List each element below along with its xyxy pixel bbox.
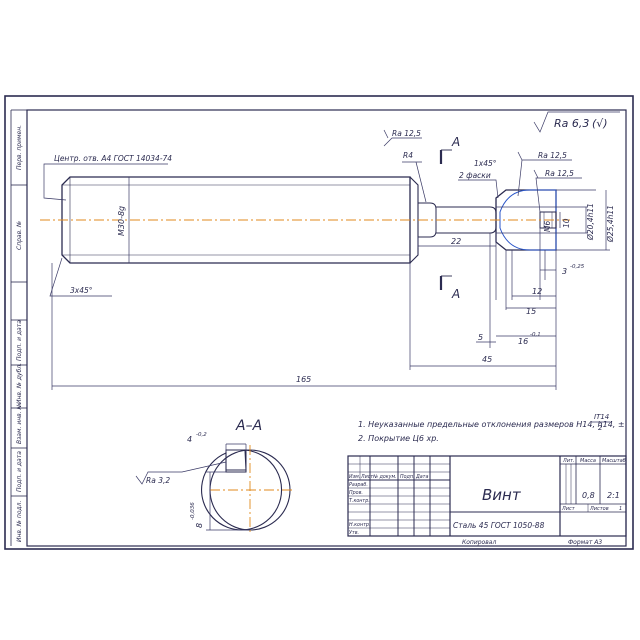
dim-16: 16 [518, 337, 528, 346]
screw-main-view [40, 176, 570, 264]
tb-role-5: Н.контр. [349, 522, 370, 528]
keyway [225, 449, 247, 473]
section-ra: Ra 3,2 [146, 476, 170, 485]
side-label-3: Взам. инв. № [16, 403, 23, 444]
chamfer-left: 3x45° [70, 286, 93, 295]
material: Сталь 45 ГОСТ 1050-88 [453, 521, 545, 530]
side-label-2: Подп. и дата [16, 451, 23, 492]
diameter-collar: Ø25,4h11 [606, 205, 615, 243]
tb-col-sign: Подп. [400, 474, 415, 480]
section-mark-top: A [451, 135, 460, 149]
chamfer-count: 2 фаски [459, 171, 491, 180]
section-title: A–A [235, 418, 262, 434]
dim-22: 22 [451, 237, 461, 246]
tb-sheets-value: 1 [619, 506, 622, 512]
tb-role-1: Разраб. [349, 482, 368, 488]
side-label-6: Справ. № [16, 221, 23, 250]
hole-diameter: 10 [562, 218, 571, 228]
chamfer-right: 1x45° [474, 159, 497, 168]
dim-45: 45 [482, 355, 492, 364]
center-hole-note: Центр. отв. А4 ГОСТ 14034-74 [54, 154, 172, 163]
tb-lit-header: Лит. [562, 458, 575, 464]
ra-groove: Ra 12,5 [392, 129, 421, 138]
dim-165: 165 [296, 375, 311, 384]
note-1-frac-bottom: 2 [598, 424, 603, 432]
note-2: 2. Покрытие Ц6 хр. [358, 434, 439, 443]
tb-col-izm: Изм. [349, 474, 360, 480]
ra-general: Ra 6,3 [554, 117, 589, 130]
sheet-frame [4, 95, 634, 550]
tb-copied: Копировал [462, 539, 496, 546]
section-dim-8-tol: -0,036 [190, 502, 196, 520]
drawing-frame [26, 109, 627, 547]
ra-face: Ra 12,5 [538, 151, 567, 160]
tb-role-2: Пров. [349, 490, 363, 496]
ra-general-suffix: (√) [592, 117, 608, 130]
dim-3-tol: -0,25 [570, 264, 585, 270]
section-hatch [201, 449, 283, 531]
note-1: 1. Неуказанные предельные отклонения раз… [358, 420, 625, 429]
section-dim-4-tol: -0,2 [196, 432, 207, 438]
side-label-1: Инв. № подл. [16, 501, 23, 542]
side-label-5: Подп. и дата [16, 320, 23, 361]
dim-16-tol: -0,1 [530, 332, 541, 338]
tb-role-6: Утв. [349, 530, 359, 536]
tb-mass-header: Масса [580, 458, 596, 464]
tb-scale-header: Масштаб [602, 458, 626, 464]
tb-col-doc: № докум. [372, 474, 397, 480]
technical-notes: 1. Неуказанные предельные отклонения раз… [358, 413, 625, 443]
tb-format: Формат А3 [568, 539, 602, 546]
diameter-neck: Ø20,4h11 [586, 203, 595, 241]
note-1-frac-top: IT14 [594, 413, 609, 421]
main-annotations: Центр. отв. А4 ГОСТ 14034-74 M30-8g 3x45… [43, 111, 620, 390]
section-a-a: A–A 4 -0,2 8 -0,036 Ra 3,2 [135, 418, 292, 535]
section-dim-4: 4 [187, 435, 192, 444]
side-label-7: Перв. примен. [16, 125, 23, 170]
dim-12: 12 [532, 287, 542, 296]
tb-col-list: Лист [360, 474, 373, 480]
thread-size: M30-8g [117, 206, 126, 236]
side-label-4: Инв. № дубл. [16, 363, 23, 404]
tb-mass-value: 0,8 [582, 491, 595, 500]
radius-label: R4 [403, 151, 413, 160]
tb-role-3: Т.контр. [349, 498, 370, 504]
ra-bore: Ra 12,5 [545, 169, 574, 178]
tb-col-date: Дата [415, 474, 428, 480]
title-block: Изм. Лист № докум. Подп. Дата Разраб. Пр… [347, 455, 627, 546]
dim-5: 5 [478, 333, 483, 342]
dim-15: 15 [526, 307, 536, 316]
side-stamp: Инв. № подл. Подп. и дата Взам. инв. № И… [10, 109, 27, 546]
tb-sheet-label: Лист [561, 506, 576, 512]
tb-scale-value: 2:1 [607, 491, 620, 500]
dim-3: 3 [562, 267, 567, 276]
part-name: Винт [482, 486, 522, 504]
tb-sheets-label: Листов [589, 506, 609, 512]
section-mark-bottom: A [451, 287, 460, 301]
section-dim-8: 8 [195, 523, 204, 528]
hole-thread-size: M6 [543, 221, 552, 232]
